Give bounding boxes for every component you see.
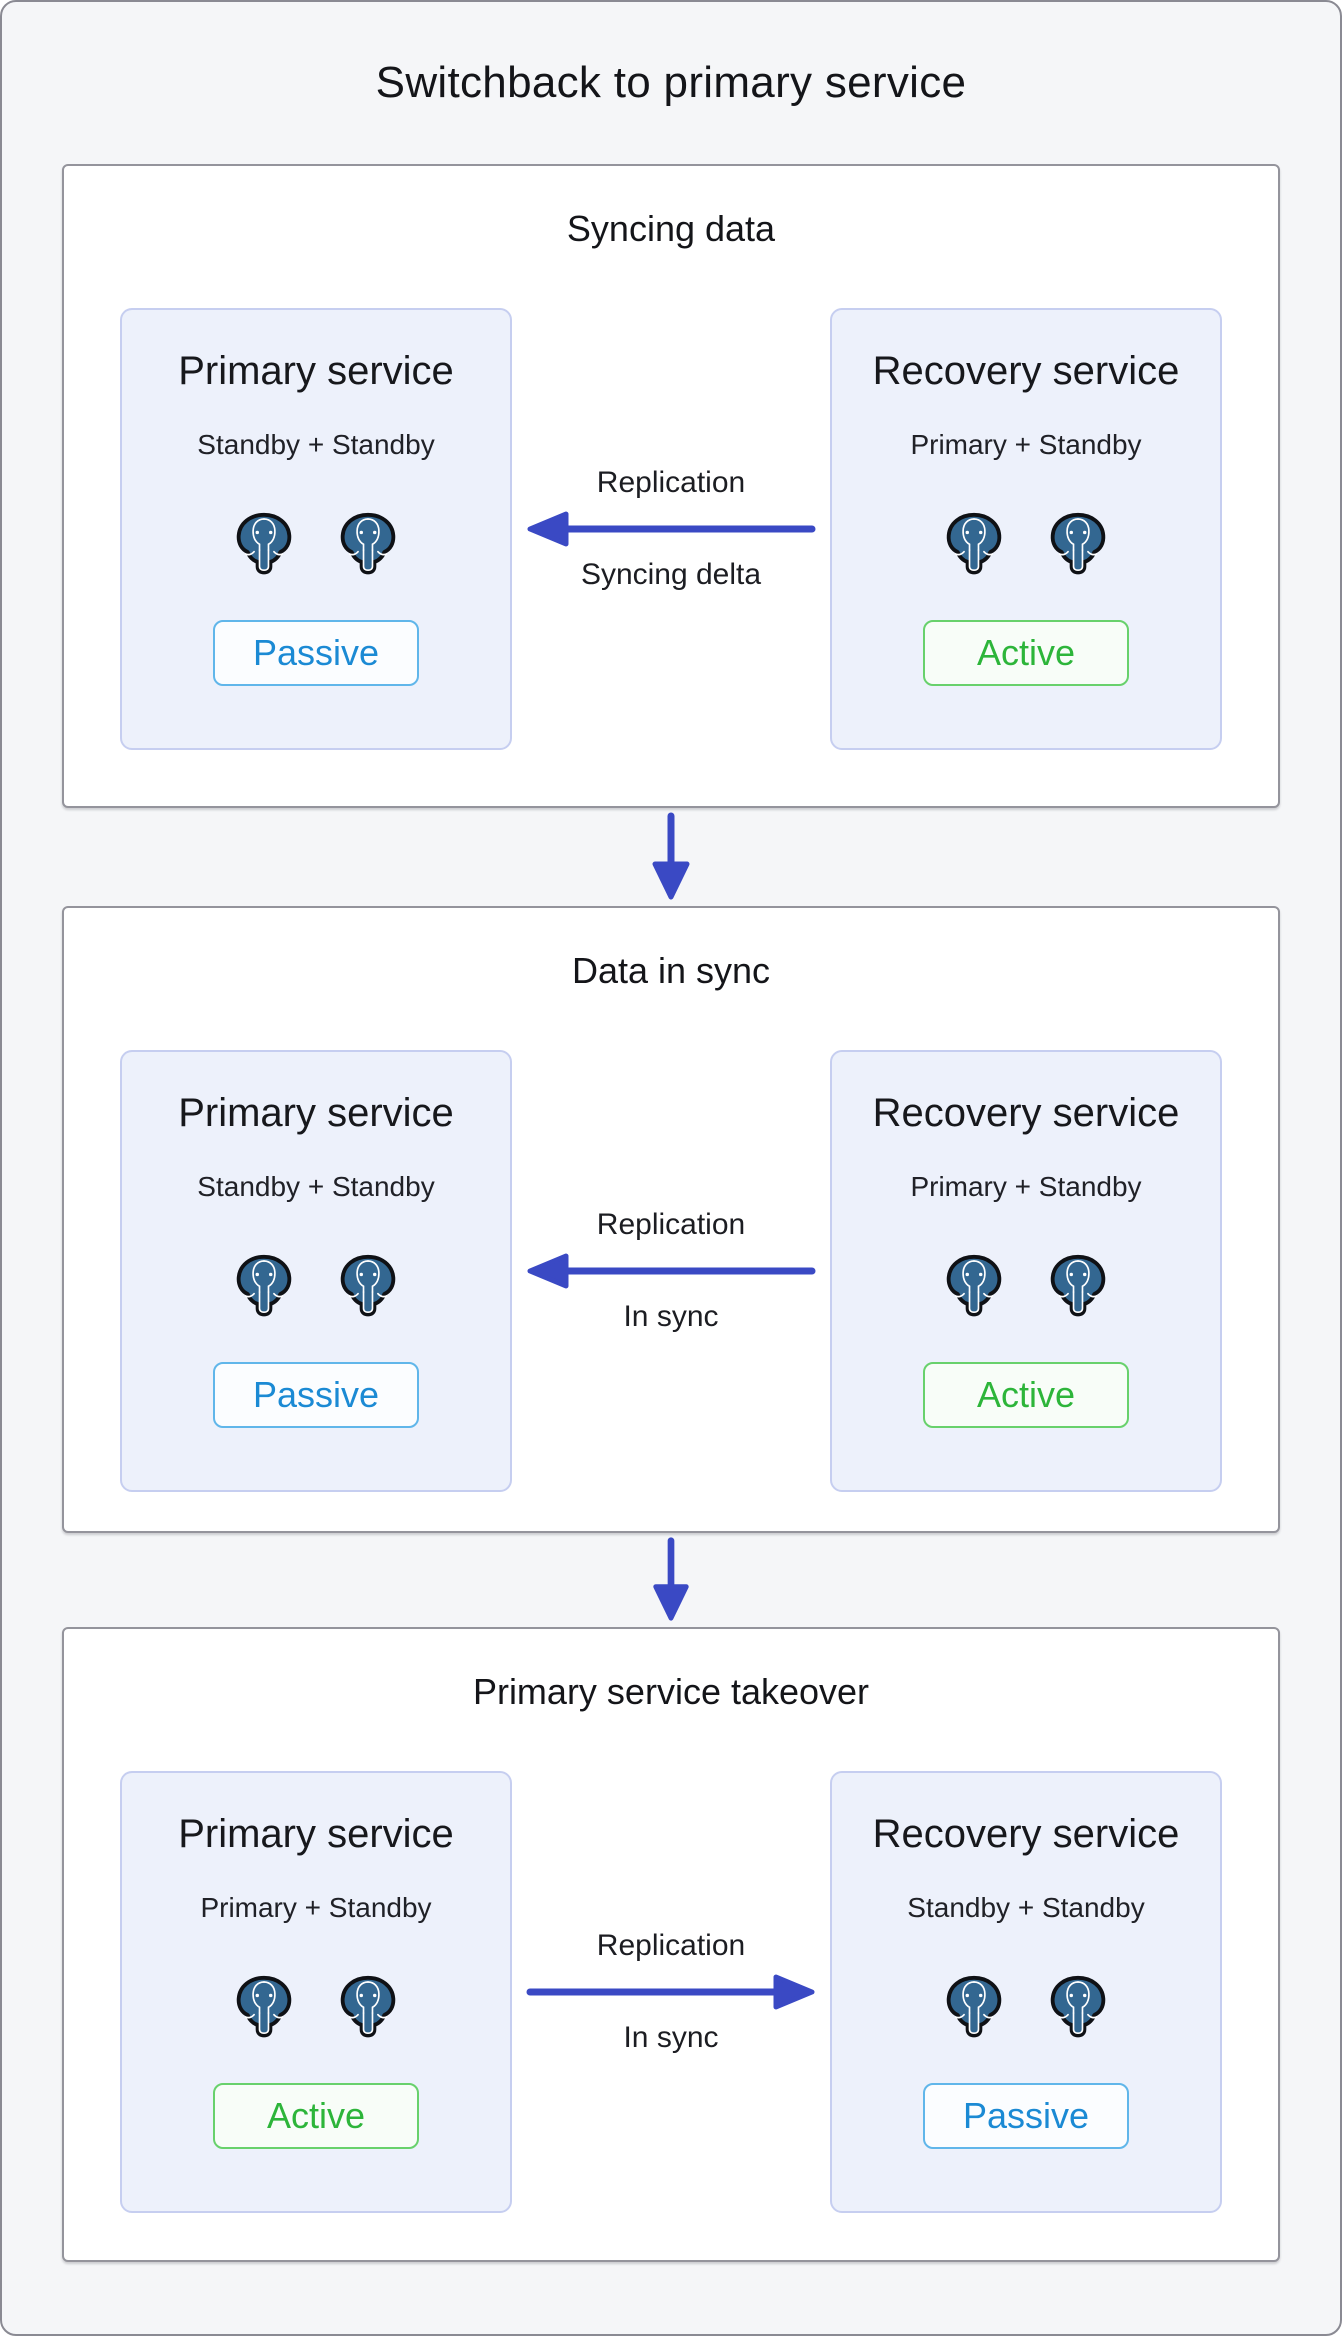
stage-content-row: Primary service Primary + Standby Active…	[64, 1771, 1278, 2213]
recovery-service-card: Recovery service Primary + Standby Activ…	[830, 1050, 1222, 1492]
service-card-title: Recovery service	[872, 349, 1180, 393]
postgresql-elephant-icon	[340, 1254, 396, 1317]
primary-service-card: Primary service Primary + Standby Active	[120, 1771, 512, 2213]
service-card-roles: Primary + Standby	[910, 429, 1142, 460]
database-icons	[232, 510, 400, 576]
database-icons	[232, 1252, 400, 1318]
replication-left-arrow	[527, 1253, 816, 1289]
stage-data-in-sync: Data in sync Primary service Standby + S…	[62, 906, 1280, 1533]
arrow-label-top: Replication	[596, 466, 746, 499]
primary-service-card: Primary service Standby + Standby Passiv…	[120, 1050, 512, 1492]
postgresql-elephant-icon	[1050, 1975, 1106, 2038]
down-arrow-icon	[648, 811, 694, 903]
diagram-header: Switchback to primary service	[2, 2, 1340, 164]
arrow-label-bottom: In sync	[623, 2021, 719, 2054]
service-card-title: Primary service	[178, 349, 454, 393]
postgresql-elephant-icon	[946, 1254, 1002, 1317]
arrow-label-bottom: Syncing delta	[580, 558, 762, 591]
status-badge: Active	[923, 620, 1129, 686]
postgresql-elephant-icon	[1050, 1254, 1106, 1317]
service-card-title: Recovery service	[872, 1812, 1180, 1856]
replication-arrow-group: Replication In sync	[512, 1771, 830, 2213]
status-badge: Active	[923, 1362, 1129, 1428]
service-card-roles: Primary + Standby	[910, 1171, 1142, 1202]
stage-primary-takeover: Primary service takeover Primary service…	[62, 1627, 1280, 2262]
arrow-label-top: Replication	[596, 1929, 746, 1962]
replication-arrow-group: Replication Syncing delta	[512, 308, 830, 750]
service-card-title: Primary service	[178, 1812, 454, 1856]
arrow-label-bottom: In sync	[623, 1300, 719, 1333]
database-icons	[942, 1252, 1110, 1318]
status-badge: Passive	[213, 620, 419, 686]
stage-content-row: Primary service Standby + Standby Passiv…	[64, 308, 1278, 750]
recovery-service-card: Recovery service Primary + Standby Activ…	[830, 308, 1222, 750]
service-card-title: Primary service	[178, 1091, 454, 1135]
service-card-roles: Standby + Standby	[197, 1171, 435, 1202]
status-badge: Active	[213, 2083, 419, 2149]
stage-title: Data in sync	[571, 950, 771, 991]
postgresql-elephant-icon	[946, 1975, 1002, 2038]
postgresql-elephant-icon	[340, 1975, 396, 2038]
status-badge: Passive	[923, 2083, 1129, 2149]
status-badge: Passive	[213, 1362, 419, 1428]
service-card-title: Recovery service	[872, 1091, 1180, 1135]
postgresql-elephant-icon	[1050, 512, 1106, 575]
stage-content-row: Primary service Standby + Standby Passiv…	[64, 1050, 1278, 1492]
stage-syncing-data: Syncing data Primary service Standby + S…	[62, 164, 1280, 808]
postgresql-elephant-icon	[946, 512, 1002, 575]
service-card-roles: Primary + Standby	[200, 1892, 432, 1923]
stage-title: Primary service takeover	[472, 1671, 870, 1712]
service-card-roles: Standby + Standby	[907, 1892, 1145, 1923]
page-title: Switchback to primary service	[375, 58, 967, 107]
database-icons	[942, 1973, 1110, 2039]
database-icons	[942, 510, 1110, 576]
postgresql-elephant-icon	[236, 512, 292, 575]
postgresql-elephant-icon	[236, 1254, 292, 1317]
stage-title: Syncing data	[566, 208, 776, 249]
service-card-roles: Standby + Standby	[197, 429, 435, 460]
recovery-service-card: Recovery service Standby + Standby Passi…	[830, 1771, 1222, 2213]
flow-connector	[2, 808, 1340, 906]
down-arrow-icon	[648, 1536, 694, 1624]
postgresql-elephant-icon	[340, 512, 396, 575]
replication-left-arrow	[527, 511, 816, 547]
flow-connector	[2, 1533, 1340, 1627]
database-icons	[232, 1973, 400, 2039]
replication-arrow-group: Replication In sync	[512, 1050, 830, 1492]
replication-right-arrow	[526, 1974, 815, 2010]
arrow-label-top: Replication	[596, 1208, 746, 1241]
postgresql-elephant-icon	[236, 1975, 292, 2038]
primary-service-card: Primary service Standby + Standby Passiv…	[120, 308, 512, 750]
